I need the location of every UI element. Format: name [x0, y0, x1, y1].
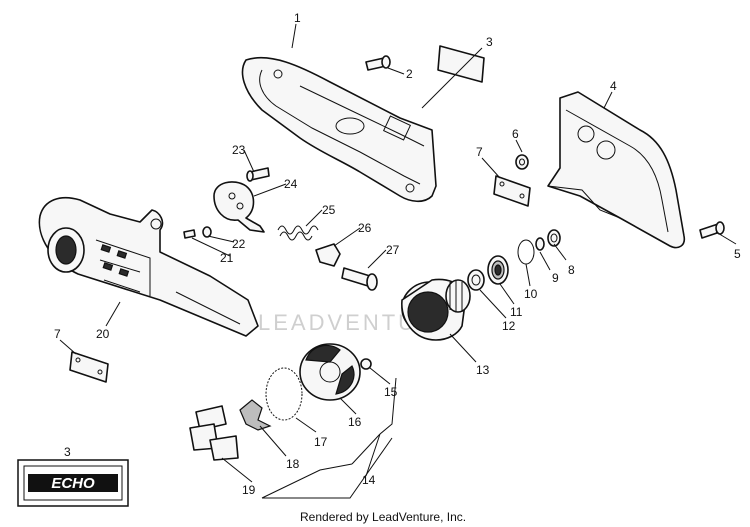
callout-12: 12 [502, 319, 516, 333]
part-23-screw [246, 167, 270, 182]
part-22-washer [202, 226, 212, 238]
part-9-washer [535, 237, 545, 251]
part-8-nut [547, 229, 561, 247]
callout-13: 13 [476, 363, 490, 377]
callout-8: 8 [568, 263, 575, 277]
part-26-nut [315, 243, 341, 267]
part-16-clutch [299, 343, 361, 401]
part-25-spring [277, 225, 319, 241]
part-4-side-cover [547, 91, 686, 249]
part-6-nut [515, 154, 529, 170]
callout-10: 10 [524, 287, 538, 301]
callout-18: 18 [286, 457, 300, 471]
leader-lines [59, 23, 737, 499]
part-19-shoes [189, 405, 239, 461]
callout-23: 23 [232, 143, 246, 157]
part-17-ring [265, 367, 303, 421]
callout-19: 19 [242, 483, 256, 497]
footer-credit: Rendered by LeadVenture, Inc. [300, 510, 466, 524]
part-2-screw [365, 55, 391, 71]
part-5-screw [699, 221, 725, 239]
part-15-screw [360, 358, 372, 370]
callout-20: 20 [96, 327, 110, 341]
part-7-plate-lower [69, 351, 109, 383]
part-18-hub [239, 399, 272, 431]
part-3-label [437, 45, 485, 83]
callout-25: 25 [322, 203, 336, 217]
part-7-plate-upper [493, 175, 531, 207]
callout-17: 17 [314, 435, 328, 449]
callout-11: 11 [510, 305, 523, 319]
callouts: 1 2 3 4 5 6 7 7 8 9 10 11 12 13 14 15 16… [54, 11, 741, 497]
part-10-ring [517, 239, 535, 265]
callout-22: 22 [232, 237, 246, 251]
callout-2: 2 [406, 67, 413, 81]
callout-5: 5 [734, 247, 741, 261]
part-20-housing [38, 196, 259, 337]
callout-4: 4 [610, 79, 617, 93]
callout-27: 27 [386, 243, 400, 257]
part-11-bearing [487, 255, 509, 285]
callout-16: 16 [348, 415, 362, 429]
callout-14: 14 [362, 473, 376, 487]
callout-7-lower: 7 [54, 327, 61, 341]
callout-6: 6 [512, 127, 519, 141]
callout-1: 1 [294, 11, 301, 25]
part-12-collar [467, 269, 485, 291]
part-1-cover [241, 56, 437, 203]
echo-logo-text: ECHO [51, 475, 95, 492]
callout-21: 21 [220, 251, 234, 265]
callout-26: 26 [358, 221, 372, 235]
echo-logo-decal: ECHO [17, 459, 129, 507]
part-13-clutch-drum [401, 278, 471, 341]
callout-3: 3 [486, 35, 493, 49]
part-27-bolt [341, 267, 378, 291]
part-24-adjuster [213, 181, 265, 233]
callout-3-logo: 3 [64, 445, 71, 459]
callout-9: 9 [552, 271, 559, 285]
callout-15: 15 [384, 385, 398, 399]
callout-7-upper: 7 [476, 145, 483, 159]
callout-24: 24 [284, 177, 298, 191]
part-21-screw [183, 229, 196, 239]
